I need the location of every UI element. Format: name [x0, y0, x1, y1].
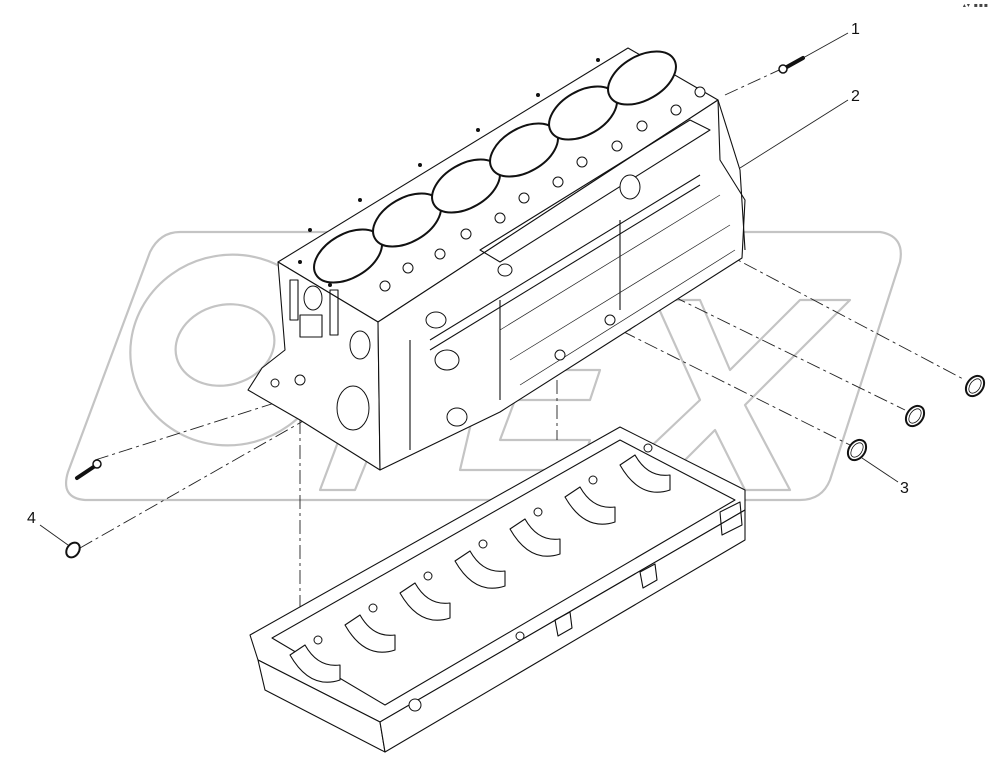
bolt-part-1 — [778, 56, 805, 74]
assembly-center-lines — [79, 64, 966, 640]
plugs-part-3 — [846, 374, 986, 462]
corner-mark: ▴▾ ▪▪▪ — [962, 2, 989, 9]
callout-leaders — [39, 32, 899, 546]
callout-2: 2 — [851, 88, 860, 105]
callout-3: 3 — [900, 480, 909, 497]
crankcase-bedplate — [249, 426, 746, 753]
plug-part-4 — [65, 541, 81, 559]
callout-1: 1 — [851, 21, 860, 38]
bolt-front — [75, 459, 102, 480]
callout-4: 4 — [27, 510, 36, 527]
cylinder-block — [247, 47, 746, 471]
